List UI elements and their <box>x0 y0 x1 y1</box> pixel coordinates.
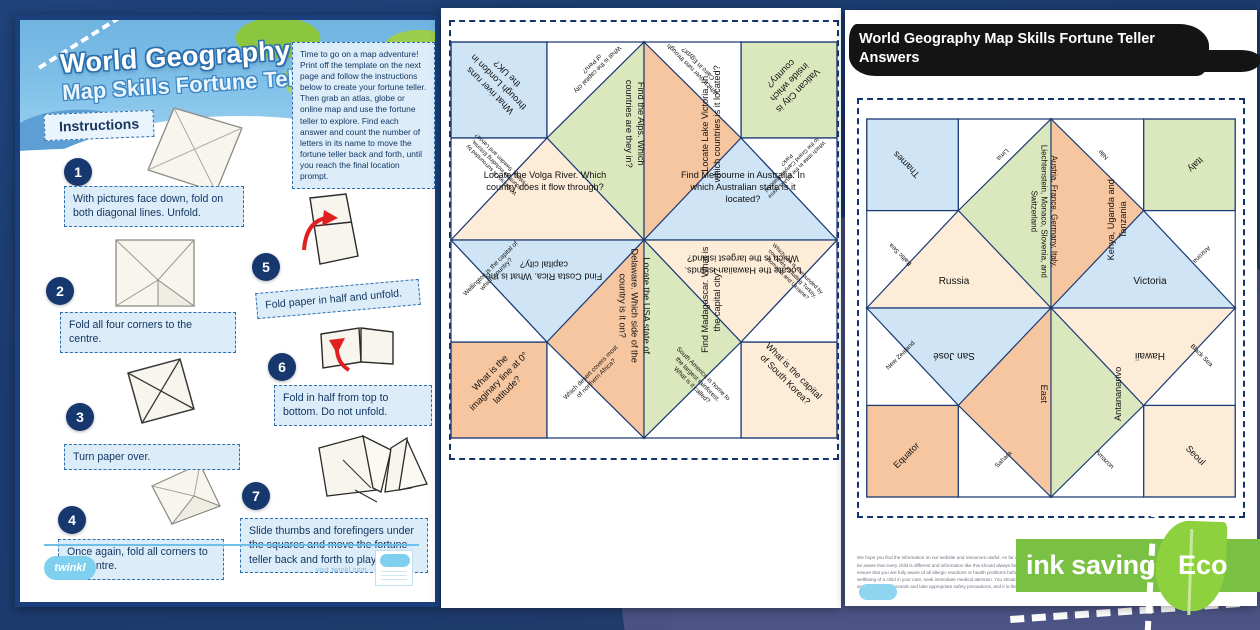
ft-inner-top-right: Locate Lake Victoria. In which countries… <box>700 65 722 183</box>
ft-inner-bottom-left: Locate the USA state of Delaware. Which … <box>618 248 652 363</box>
badge-line <box>381 579 407 580</box>
ft-inner-right-top: Find Melbourne in Australia. In which Au… <box>680 170 806 204</box>
twinkl-cloud-icon <box>380 554 410 567</box>
step-number-3: 3 <box>66 403 94 431</box>
ink-saving-label: ink saving <box>1026 550 1156 580</box>
step-number-5: 5 <box>252 253 280 281</box>
badge-line <box>381 571 407 572</box>
ft-inner-left-bottom: Find Costa Rica. What is the capital cit… <box>485 259 603 282</box>
ans-inner-left-bottom: San José <box>933 349 975 361</box>
page-fortune-teller: What river runs through London in the UK… <box>441 8 841 608</box>
fold-figure-1 <box>147 107 243 193</box>
twinkl-logo-answers <box>859 584 897 600</box>
ans-inner-top-right: Kenya, Uganda and Tanzania <box>1106 179 1128 261</box>
page-answers: World Geography Map Skills Fortune Telle… <box>845 10 1260 606</box>
cut-line-dashed <box>449 20 839 460</box>
twinkl-visit-url: visit twinkl.com <box>315 567 367 574</box>
fold-figure-5 <box>302 193 359 265</box>
page-instructions: World Geography Map Skills Fortune Telle… <box>15 15 440 607</box>
ans-inner-right-bottom: Hawaii <box>1135 349 1166 361</box>
step-text-2: Fold all four corners to the centre. <box>60 312 236 353</box>
step-text-1: With pictures face down, fold on both di… <box>64 186 244 227</box>
footer-divider <box>44 544 419 546</box>
ft-inner-right-bottom: Locate the Hawaiian islands. Which is th… <box>684 253 802 276</box>
step-text-3: Turn paper over. <box>64 444 240 471</box>
badge-line <box>381 575 407 576</box>
twinkl-badge <box>375 550 413 586</box>
ans-inner-left-top: Russia <box>938 276 970 287</box>
step-number-1: 1 <box>64 158 92 186</box>
fold-figure-4 <box>151 463 222 526</box>
step-number-2: 2 <box>46 277 74 305</box>
eco-label: Eco <box>1178 550 1228 580</box>
answers-diagram <box>865 117 1237 499</box>
ans-inner-bottom-right: Antananarivo <box>1113 366 1124 421</box>
step-number-6: 6 <box>268 353 296 381</box>
ans-inner-top-left: Austria, France, Germany, Italy, Liechte… <box>1028 144 1059 278</box>
intro-text: Time to go on a map adventure! Print off… <box>292 42 435 190</box>
ans-inner-right-top: Victoria <box>1133 276 1167 287</box>
instructions-tag: Instructions <box>43 109 155 142</box>
step-number-7: 7 <box>242 482 270 510</box>
step-text-6: Fold in half from top to bottom. Do not … <box>274 385 432 426</box>
answers-page-title: World Geography Map Skills Fortune Telle… <box>859 31 1155 66</box>
ans-inner-bottom-left: East <box>1038 384 1049 404</box>
ft-inner-bottom-right: Find Madagascar. What is the capital cit… <box>700 246 722 353</box>
twinkl-logo: twinkl <box>44 556 96 580</box>
step-number-4: 4 <box>58 506 86 534</box>
fortune-teller-diagram <box>449 40 839 440</box>
fold-figure-3 <box>127 358 195 424</box>
fold-figure-7 <box>318 434 428 503</box>
fold-figure-2 <box>115 239 196 307</box>
ft-inner-left-top: Locate the Volga River. Which country do… <box>483 170 607 192</box>
cut-line-dashed <box>857 98 1245 518</box>
answers-fortune-teller-area: Thames Italy Equator Seoul Lima Nile Bal… <box>857 98 1245 518</box>
fortune-teller-area: What river runs through London in the UK… <box>449 20 839 460</box>
ft-inner-top-left: Find the Alps. Which countries are they … <box>624 79 646 168</box>
ink-saving-eco-badge: ink saving Eco <box>1016 504 1260 630</box>
fold-figure-6 <box>320 327 394 372</box>
title-brush-stroke <box>849 24 1260 76</box>
